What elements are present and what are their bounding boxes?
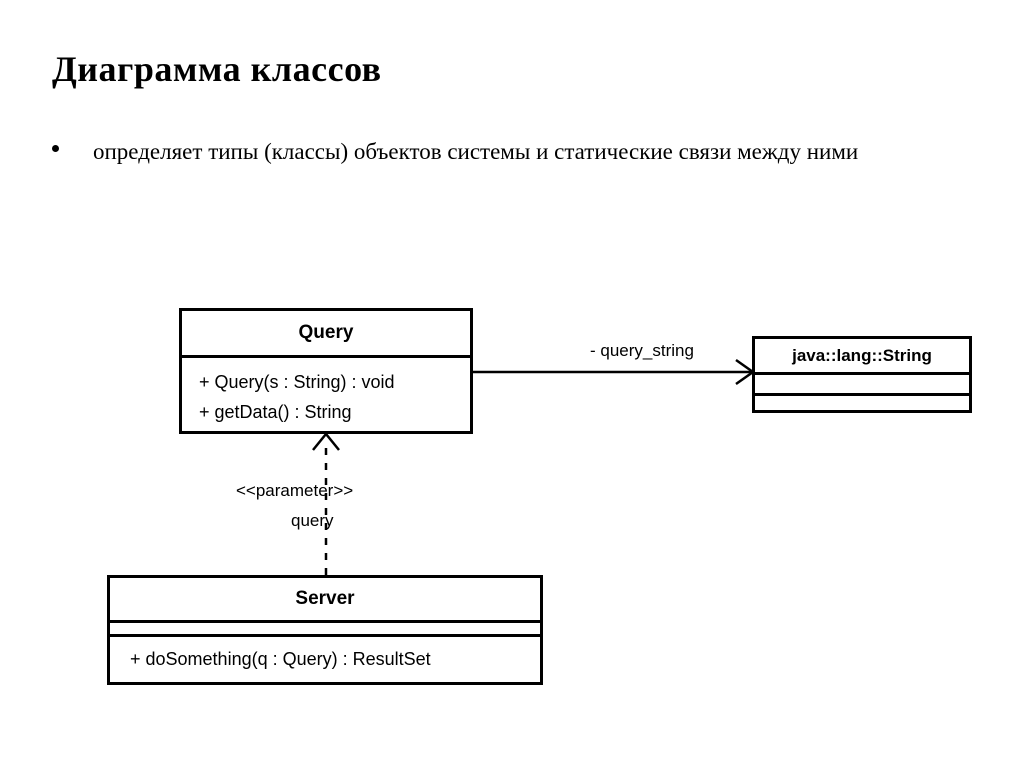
uml-operations-query: + Query(s : String) : void + getData() :… xyxy=(182,355,470,431)
uml-operation: + doSomething(q : Query) : ResultSet xyxy=(130,649,431,669)
uml-class-server[interactable]: Server + doSomething(q : Query) : Result… xyxy=(107,575,543,685)
uml-operation: + getData() : String xyxy=(199,402,352,422)
dependency-stereotype-label: <<parameter>> xyxy=(236,481,354,500)
uml-operations-java-lang-string xyxy=(755,393,969,413)
uml-attributes-server xyxy=(110,620,540,634)
dependency-arrowhead-icon xyxy=(312,432,340,451)
uml-attributes-java-lang-string xyxy=(755,372,969,393)
association-arrowhead-icon xyxy=(735,358,756,386)
uml-operations-server: + doSomething(q : Query) : ResultSet xyxy=(110,634,540,682)
uml-class-query[interactable]: Query + Query(s : String) : void + getDa… xyxy=(179,308,473,434)
page-title: Диаграмма классов xyxy=(52,49,382,89)
uml-class-name-server: Server xyxy=(295,588,355,609)
uml-operation: + Query(s : String) : void xyxy=(199,372,395,392)
uml-class-java-lang-string[interactable]: java::lang::String xyxy=(752,336,972,413)
uml-class-name-query: Query xyxy=(298,322,354,343)
bullet-text: определяет типы (классы) объектов систем… xyxy=(93,139,859,164)
uml-class-name-java-lang-string: java::lang::String xyxy=(792,345,932,365)
bullet-point-icon xyxy=(52,145,59,152)
dependency-role-label: query xyxy=(291,511,334,530)
association-label: - query_string xyxy=(590,341,694,360)
